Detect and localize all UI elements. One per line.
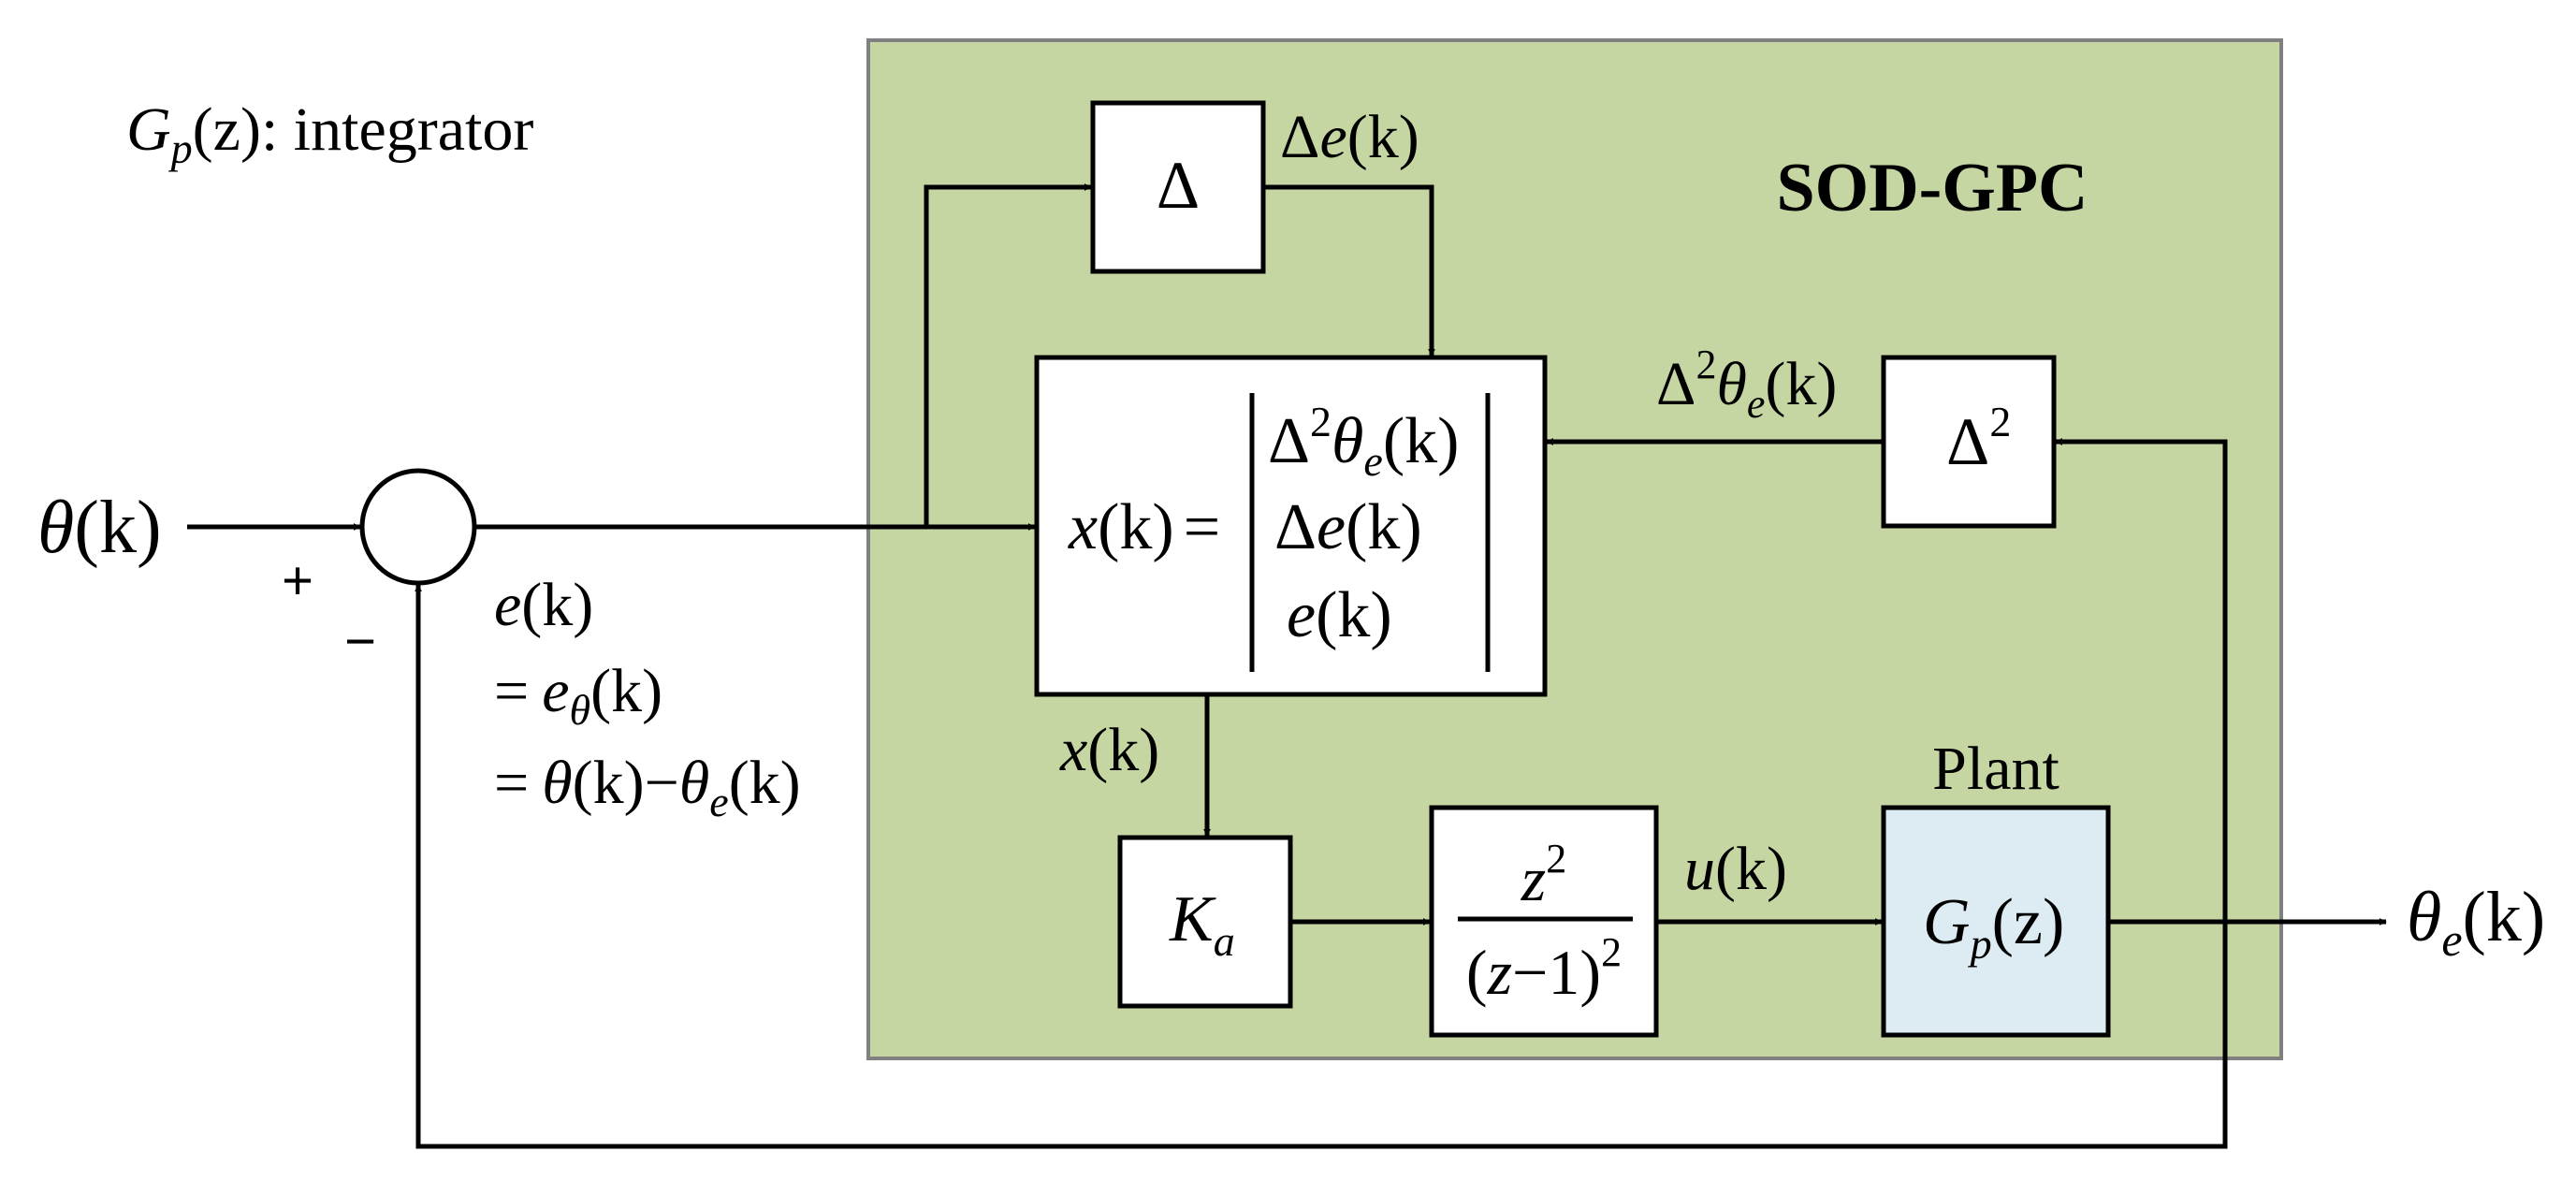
x-label: x(k) <box>1059 716 1159 784</box>
delta-block-symbol: Δ <box>1157 148 1200 223</box>
signal-lines <box>187 183 2387 1149</box>
svg-text:x(k)=: x(k)= <box>1068 491 1220 563</box>
svg-text:=θ(k)−θe(k): =θ(k)−θe(k) <box>494 749 801 825</box>
svg-text:(z−1)2: (z−1)2 <box>1466 929 1622 1008</box>
svg-text:e(k): e(k) <box>1287 579 1392 651</box>
error-label: e(k) =eθ(k) =θ(k)−θe(k) <box>494 571 801 825</box>
plant-block <box>1881 805 2111 1038</box>
summer-minus-sign: − <box>344 611 376 672</box>
svg-text:e(k): e(k) <box>494 571 593 639</box>
gain-block <box>1117 835 1293 1009</box>
u-label: u(k) <box>1684 835 1787 903</box>
feedback-loop <box>415 584 2228 1149</box>
svg-text:=eθ(k): =eθ(k) <box>494 657 662 734</box>
delta-e-arrow <box>1263 184 1435 357</box>
svg-text:Δe(k): Δe(k) <box>1274 491 1422 563</box>
state-vector-block <box>1034 355 1548 697</box>
gain-block-label: Ka <box>1169 883 1235 965</box>
output-label: θe(k) <box>2407 878 2545 966</box>
delta-e-label: Δe(k) <box>1280 103 1419 171</box>
plant-title: Plant <box>1932 735 2059 803</box>
delta-block <box>1090 100 1266 274</box>
delta-squared-theta-label: Δ2θe(k) <box>1656 342 1837 427</box>
controller-title: SOD-GPC <box>1777 150 2088 226</box>
delta-squared-symbol: Δ2 <box>1946 398 2011 479</box>
plant-note: Gp(z): integrator <box>126 95 533 172</box>
state-vector-equation: x(k)= Δ2θe(k) Δe(k) e(k) <box>1068 393 1491 672</box>
summer-plus-sign: + <box>282 550 313 611</box>
plant-block-label: Gp(z) <box>1923 886 2064 968</box>
delta-squared-block <box>1881 355 2057 529</box>
error-branch-arrow <box>924 183 1092 527</box>
feedback-to-delta-squared <box>2055 438 2228 922</box>
svg-text:z2: z2 <box>1521 836 1566 914</box>
filter-transfer-function: z2 (z−1)2 <box>1458 836 1633 1008</box>
input-label: θ(k) <box>37 487 162 569</box>
summing-junction <box>359 468 477 586</box>
svg-text:Δ2θe(k): Δ2θe(k) <box>1268 398 1459 485</box>
